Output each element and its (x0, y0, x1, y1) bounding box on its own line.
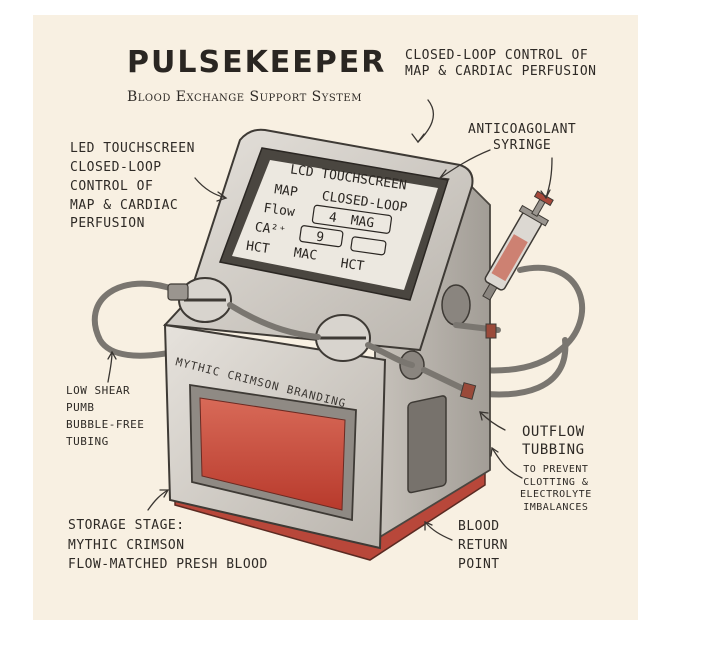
screen-cell-mag: MAG (350, 213, 376, 231)
label-line: ANTICOAGOLANT (468, 122, 577, 137)
pump-rotor-left (167, 277, 232, 323)
label-low-shear-pump: LOW SHEAR PUMB BUBBLE-FREE TUBING (66, 382, 144, 450)
label-line: LOW SHEAR (66, 384, 131, 397)
label-line: STORAGE STAGE: (68, 518, 185, 533)
pointer-arrows (107, 99, 553, 541)
label-line: MYTHIC CRIMSON (68, 537, 185, 553)
label-line: PERFUSION (70, 216, 145, 232)
screen-cell-map: MAP (273, 182, 299, 200)
label-line: CLOSED-LOOP CONTROL OF (405, 48, 589, 63)
label-line: BUBBLE-FREE (66, 418, 145, 432)
label-line: PUMB (66, 401, 95, 415)
label-line: CLOTTING & (523, 476, 589, 488)
screen-cell-mac: MAC (293, 246, 318, 264)
device-front-panel (163, 323, 387, 550)
label-outflow-tubbing: OUTFLOW TUBBING (522, 424, 585, 459)
screen-cell-calcium-value: 9 (315, 230, 325, 246)
screen-cell-calcium: CA²⁺ (254, 220, 287, 239)
label-blood-return-point: BLOOD RETURN POINT (458, 518, 508, 575)
label-line: TUBING (66, 435, 109, 449)
page-subtitle: Blood Exchange Support System (127, 89, 362, 105)
label-line: FLOW-MATCHED PRESH BLOOD (68, 557, 268, 572)
label-line: OUTFLOW (522, 424, 585, 440)
pump-rotor-right (315, 314, 371, 362)
page-title: PULSEKEEPER (127, 45, 387, 80)
device-screen-housing (162, 128, 474, 352)
left-tubing-loop (91, 280, 203, 359)
label-line: TO PREVENT (523, 464, 589, 475)
label-led-touchscreen: LED TOUCHSCREEN CLOSED-LOOP CONTROL OF M… (70, 140, 195, 234)
label-line: MAP & CARDIAC (70, 197, 179, 213)
label-line: SYRINGE (492, 138, 552, 154)
label-line: RETURN (458, 537, 508, 553)
label-line: IMBALANCES (523, 501, 589, 513)
label-line: LED TOUCHSCREEN (70, 141, 195, 156)
label-line: TUBBING (522, 441, 585, 458)
label-storage-stage: STORAGE STAGE: MYTHIC CRIMSON FLOW-MATCH… (68, 516, 268, 575)
screen-cell-flow-value: 4 (328, 210, 338, 226)
label-line: BLOOD (458, 519, 500, 534)
label-line: ELECTROLYTE (520, 489, 592, 500)
label-anticoagulant-syringe: ANTICOAGOLANT SYRINGE (468, 122, 576, 155)
label-line: CLOSED-LOOP (70, 159, 162, 175)
screen-cell-hct-2: HCT (340, 256, 366, 274)
label-line: MAP & CARDIAC PERFUSION (405, 64, 597, 80)
screen-cell-hct: HCT (245, 239, 271, 257)
anticoagulant-syringe (482, 190, 554, 301)
screen-cell-flow: Flow (263, 201, 296, 220)
label-line: POINT (458, 556, 500, 572)
label-line: CONTROL OF (70, 178, 154, 194)
label-closed-loop-control: CLOSED-LOOP CONTROL OF MAP & CARDIAC PER… (405, 48, 597, 81)
label-outflow-note: TO PREVENT CLOTTING & ELECTROLYTE IMBALA… (520, 464, 592, 514)
